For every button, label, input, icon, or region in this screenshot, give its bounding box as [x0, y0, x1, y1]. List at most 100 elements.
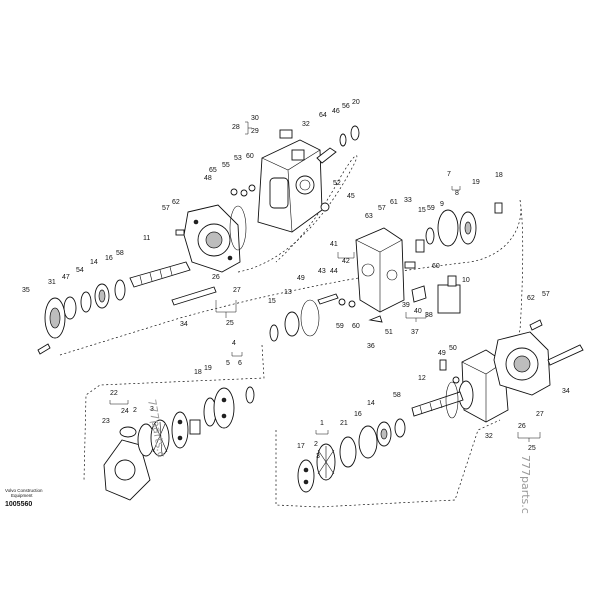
pump-housing-upper [257, 139, 323, 233]
assembly-guide-line-middle [59, 199, 524, 381]
callout-33: 33 [404, 197, 412, 204]
callout-49: 49 [438, 350, 446, 357]
callout-17: 17 [297, 443, 305, 450]
callout-10: 10 [462, 277, 470, 284]
callout-45: 45 [347, 193, 355, 200]
callout-35: 35 [22, 287, 30, 294]
watermark-vertical-right: 777parts.c [519, 455, 532, 514]
callout-6: 6 [238, 360, 242, 367]
callout-60: 60 [432, 263, 440, 270]
callout-49: 49 [297, 275, 305, 282]
callout-65: 65 [209, 167, 217, 174]
bolt-35 [37, 343, 51, 355]
callout-26: 26 [518, 423, 526, 430]
callout-31: 31 [48, 279, 56, 286]
callout-27: 27 [536, 411, 544, 418]
callout-28: 28 [232, 124, 240, 131]
bolt-34-upper [171, 286, 217, 306]
bushing-group-mid [269, 299, 320, 342]
callout-58: 58 [393, 392, 401, 399]
callout-21: 21 [340, 420, 348, 427]
callout-41: 41 [330, 241, 338, 248]
callout-62: 62 [172, 199, 180, 206]
company-name-line2: Equipment [11, 493, 33, 498]
callout-16: 16 [105, 255, 113, 262]
callout-39: 39 [402, 302, 410, 309]
callout-8: 8 [455, 190, 459, 197]
callout-29: 29 [251, 128, 259, 135]
callout-25: 25 [528, 445, 536, 452]
callout-52: 52 [333, 180, 341, 187]
callout-9: 9 [440, 201, 444, 208]
callout-5: 5 [226, 360, 230, 367]
callout-43: 43 [318, 268, 326, 275]
callout-7: 7 [447, 171, 451, 178]
callout-38: 38 [425, 312, 433, 319]
callout-60: 60 [352, 323, 360, 330]
callout-36: 36 [367, 343, 375, 350]
callout-14: 14 [90, 259, 98, 266]
callout-55: 55 [222, 162, 230, 169]
callout-32: 32 [302, 121, 310, 128]
callout-2: 2 [314, 441, 318, 448]
callout-61: 61 [390, 199, 398, 206]
callout-32: 32 [485, 433, 493, 440]
callout-16: 16 [354, 411, 362, 418]
callout-59: 59 [427, 205, 435, 212]
callout-60: 60 [246, 153, 254, 160]
callout-51: 51 [385, 329, 393, 336]
callout-63: 63 [365, 213, 373, 220]
callout-1: 1 [320, 420, 324, 427]
callout-18: 18 [495, 172, 503, 179]
callout-50: 50 [449, 345, 457, 352]
callout-64: 64 [319, 112, 327, 119]
callout-14: 14 [367, 400, 375, 407]
callout-46: 46 [332, 108, 340, 115]
drive-shaft-upper [129, 261, 191, 288]
drive-flange-lower-right [493, 331, 551, 396]
callout-57: 57 [542, 291, 550, 298]
callout-37: 37 [411, 329, 419, 336]
callout-48: 48 [204, 175, 212, 182]
drive-flange-upper [183, 204, 241, 273]
piston-set-lower-right [297, 443, 336, 493]
callout-34: 34 [562, 388, 570, 395]
small-fittings-upper [175, 125, 360, 236]
callout-2: 2 [133, 407, 137, 414]
piston-set-lower-left [137, 386, 255, 457]
callout-11: 11 [143, 235, 150, 242]
callout-57: 57 [378, 205, 386, 212]
drive-shaft-lower [411, 381, 464, 419]
callout-58: 58 [116, 250, 124, 257]
callout-3: 3 [150, 406, 154, 413]
small-parts-lower-right [439, 319, 543, 384]
callout-34: 34 [180, 321, 188, 328]
o-ring-48 [229, 205, 247, 251]
callout-42: 42 [342, 258, 350, 265]
callout-18: 18 [194, 369, 202, 376]
callout-26: 26 [212, 274, 220, 281]
end-cover-upper [44, 297, 66, 339]
drawing-number: 1005560 [5, 501, 32, 508]
callout-23: 23 [102, 418, 110, 425]
bolt-34-lower [547, 344, 584, 366]
callout-27: 27 [233, 287, 241, 294]
callout-15: 15 [418, 207, 426, 214]
callout-56: 56 [342, 103, 350, 110]
callout-15: 15 [268, 298, 276, 305]
callout-24: 24 [121, 408, 129, 415]
callout-19: 19 [472, 179, 480, 186]
callout-25: 25 [226, 320, 234, 327]
callout-62: 62 [527, 295, 535, 302]
cylinder-block-upper-right [425, 202, 503, 247]
small-parts-center [317, 239, 461, 323]
assembly-guide-line-bottom [275, 419, 501, 508]
callout-59: 59 [336, 323, 344, 330]
bearing-stack-upper [63, 279, 126, 320]
callout-3: 3 [316, 453, 320, 460]
callout-44: 44 [330, 268, 338, 275]
callout-30: 30 [251, 115, 259, 122]
